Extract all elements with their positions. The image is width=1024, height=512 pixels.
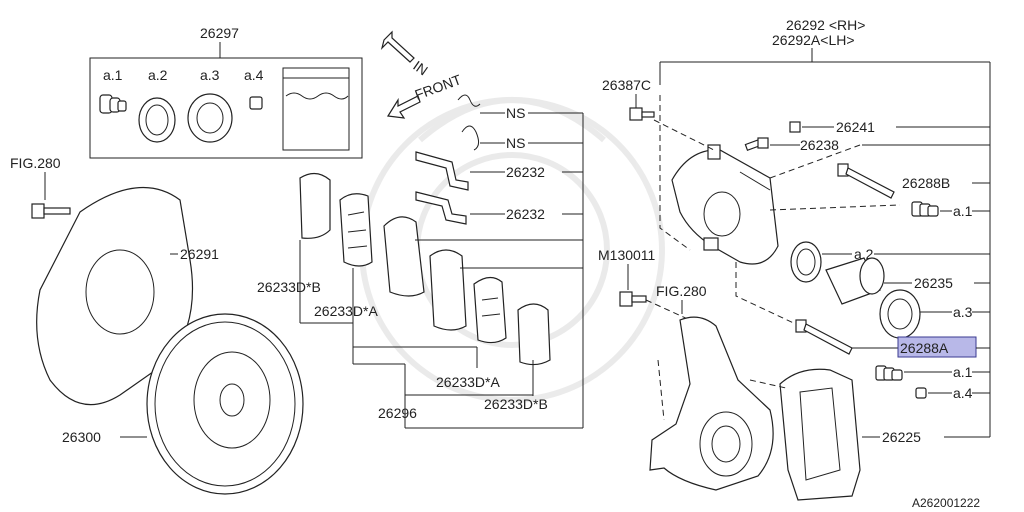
piston-seal-icon [790,241,822,283]
guide-pin-a-icon [795,319,853,355]
label-kit-26297: 26297 [200,25,239,41]
label-cap: 26241 [836,119,875,135]
label-caliper-lh: 26292A<LH> [772,32,855,48]
highlight-pin-a [897,336,977,358]
pad-backing-inner [473,276,507,344]
clip-icon-2 [415,191,467,225]
label-diagram-id: A262001222 [912,496,980,510]
label-pad-a-left: 26233D*A [314,303,378,319]
label-piston: 26235 [914,275,953,291]
label-r-a1-bottom: a.1 [953,364,973,380]
label-r-a4: a.4 [953,385,973,401]
clip-icon-1 [415,151,469,191]
grease-pack-icon [282,67,350,151]
bolt-icon [31,203,71,219]
caliper-bracket [779,368,861,501]
label-ns-2: NS [506,135,525,151]
label-ns-1: NS [506,105,525,121]
label-pad-b-left: 26233D*B [257,279,321,295]
front-arrow-icon [386,95,421,119]
caliper-body [671,144,779,265]
steering-knuckle [649,316,774,491]
label-in: IN [410,57,431,78]
pin-boot-icon [911,201,939,217]
pad-shim-outer [299,172,331,239]
label-bleeder: 26387C [602,77,651,93]
label-bracket: 26225 [882,429,921,445]
knuckle-bolt-icon [619,291,647,307]
label-kit-a1: a.1 [103,67,123,83]
label-screw-26238: 26238 [800,137,839,153]
label-clip-1: 26232 [506,164,545,180]
label-shield: 26291 [180,246,219,262]
boot-icon [99,94,127,114]
label-r-a3: a.3 [953,304,973,320]
brake-pad-inner [429,249,467,331]
label-clip-2: 26232 [506,206,545,222]
brake-rotor [146,313,304,495]
label-kit-a3: a.3 [200,67,220,83]
label-kit-a2: a.2 [148,67,168,83]
small-cap-icon [249,96,263,110]
label-caliper-rh: 26292 <RH> [786,17,865,33]
bleeder-screw-icon [629,107,655,121]
in-arrow-icon [380,30,415,63]
guide-pin-b-icon [837,163,895,199]
label-fig280-mid: FIG.280 [656,283,707,299]
spring-icon [457,94,481,107]
label-pin-a[interactable]: 26288A [900,340,949,356]
label-bolt-m: M130011 [598,247,656,263]
label-pin-b: 26288B [902,175,950,191]
dust-seal-icon [187,93,233,143]
screw-icon [744,137,769,151]
piston-icon [825,257,885,305]
brake-pad-outer [383,216,425,297]
label-pad-a-right: 26233D*A [436,374,500,390]
pad-shim-inner [517,303,551,366]
spring-icon-2 [461,125,480,151]
seal-ring-icon [138,97,176,143]
label-rotor: 26300 [62,429,101,445]
small-cap-lower-icon [915,387,927,399]
label-kit-a4: a.4 [244,67,264,83]
label-pad-b-right: 26233D*B [484,396,548,412]
pin-boot-lower-icon [875,365,903,381]
label-pad-kit: 26296 [378,405,417,421]
label-fig280-top: FIG.280 [10,155,61,171]
seal-kit-box [89,57,363,159]
pad-backing-outer [339,193,373,267]
label-r-a1-top: a.1 [953,203,973,219]
dust-boot-icon [879,289,921,339]
cap-icon [789,121,801,133]
